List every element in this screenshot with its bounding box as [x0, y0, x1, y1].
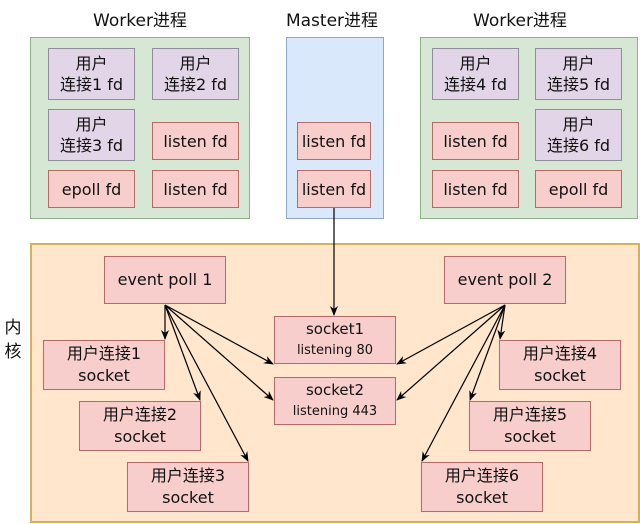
user-conn4-socket: 用户连接4 socket [499, 340, 621, 390]
box-label: socket [78, 366, 130, 385]
master-listen-fd-1: listen fd [297, 122, 371, 160]
worker2-listen-fd-1: listen fd [432, 122, 519, 160]
arrow-ep1-to-conn2 [164, 304, 201, 401]
user-conn5-socket: 用户连接5 socket [469, 401, 591, 451]
event-poll-2: event poll 2 [444, 256, 566, 304]
box-label: 用户 [75, 54, 108, 73]
socket-detail: listening 443 [292, 404, 378, 419]
event-poll-1: event poll 1 [104, 256, 226, 304]
worker2-listen-fd-2: listen fd [432, 170, 519, 208]
worker1-epoll-fd: epoll fd [48, 170, 135, 208]
worker1-conn1-fd: 用户 连接1 fd [48, 48, 135, 100]
socket1-listening-80: socket1 listening 80 [274, 316, 396, 364]
box-label: 连接5 fd [546, 75, 611, 94]
box-label: 用户连接1 [66, 344, 142, 363]
arrow-ep2-to-socket2 [396, 304, 506, 401]
arrow-ep1-to-socket2 [164, 304, 274, 401]
arrow-ep1-to-conn3 [164, 304, 249, 462]
box-label: 用户 [562, 54, 595, 73]
kernel-label-char: 核 [4, 342, 22, 362]
worker1-conn3-fd: 用户 连接3 fd [48, 109, 135, 161]
socket2-listening-443: socket2 listening 443 [274, 377, 396, 425]
user-conn1-socket: 用户连接1 socket [43, 340, 165, 390]
box-label: 用户 [459, 54, 492, 73]
master-listen-fd-2: listen fd [297, 170, 371, 208]
box-label: socket [456, 488, 508, 507]
box-label: socket [162, 488, 214, 507]
arrow-ep1-to-socket1 [164, 304, 274, 365]
arrow-ep2-to-conn5 [469, 304, 506, 401]
box-label: socket [504, 427, 556, 446]
box-label: 用户 [179, 54, 212, 73]
user-conn6-socket: 用户连接6 socket [421, 462, 543, 512]
user-conn2-socket: 用户连接2 socket [79, 401, 201, 451]
arrow-ep2-to-socket1 [396, 304, 506, 365]
socket-name: socket1 [305, 320, 365, 338]
kernel-label: 内 核 [3, 316, 23, 364]
socket-name: socket2 [305, 381, 365, 399]
box-label: 连接2 fd [163, 75, 228, 94]
box-label: 连接4 fd [443, 75, 508, 94]
worker2-conn4-fd: 用户 连接4 fd [432, 48, 519, 100]
worker2-title: Worker进程 [473, 11, 567, 31]
socket-detail: listening 80 [296, 343, 374, 358]
arrow-ep2-to-conn6 [421, 304, 506, 462]
worker1-title: Worker进程 [93, 11, 187, 31]
master-title: Master进程 [285, 11, 379, 31]
box-label: 用户连接5 [492, 405, 568, 424]
box-label: 用户 [75, 115, 108, 134]
box-label: 用户 [562, 115, 595, 134]
box-label: 用户连接4 [522, 344, 598, 363]
worker2-epoll-fd: epoll fd [535, 170, 622, 208]
box-label: 连接6 fd [546, 136, 611, 155]
worker1-listen-fd-2: listen fd [152, 170, 239, 208]
box-label: 连接3 fd [59, 136, 124, 155]
arrow-ep2-to-conn4 [497, 304, 506, 340]
box-label: socket [534, 366, 586, 385]
user-conn3-socket: 用户连接3 socket [127, 462, 249, 512]
box-label: socket [114, 427, 166, 446]
worker2-conn5-fd: 用户 连接5 fd [535, 48, 622, 100]
box-label: 连接1 fd [59, 75, 124, 94]
worker1-listen-fd-1: listen fd [152, 122, 239, 160]
box-label: 用户连接2 [102, 405, 178, 424]
box-label: 用户连接6 [444, 466, 520, 485]
worker1-conn2-fd: 用户 连接2 fd [152, 48, 239, 100]
kernel-label-char: 内 [4, 318, 22, 338]
box-label: 用户连接3 [150, 466, 226, 485]
worker2-conn6-fd: 用户 连接6 fd [535, 109, 622, 161]
